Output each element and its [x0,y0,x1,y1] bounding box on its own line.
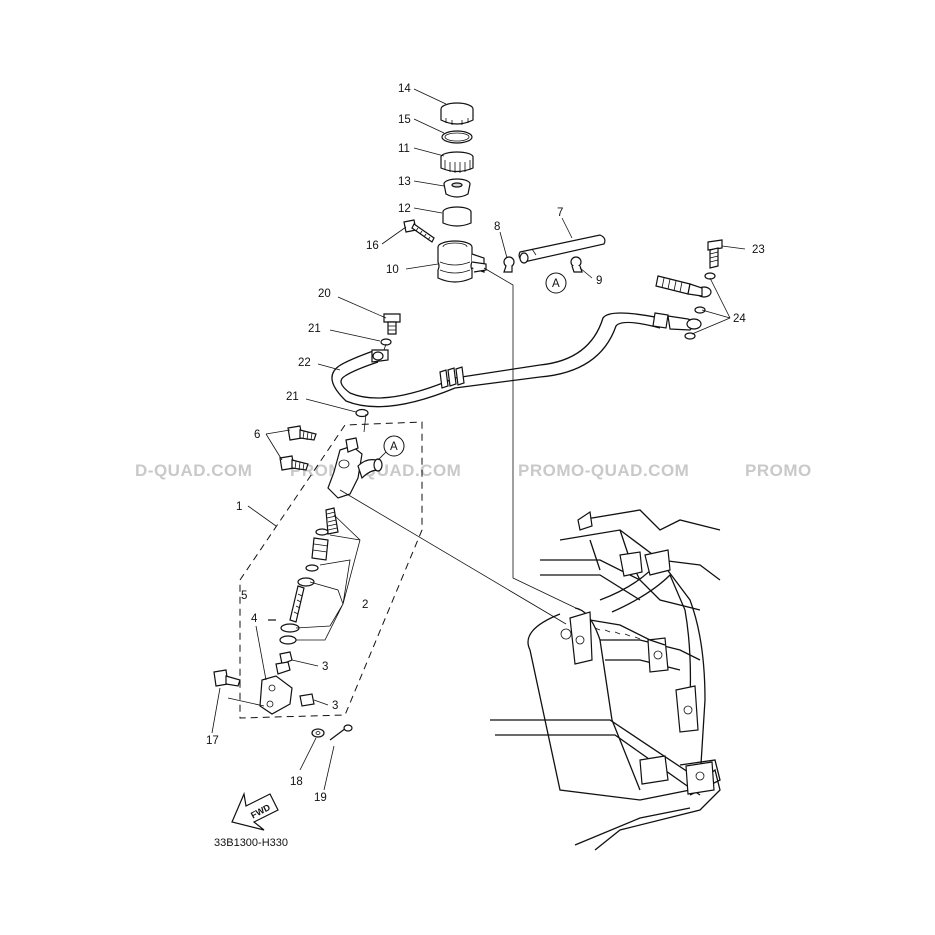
bolt-16 [403,219,435,243]
watermark-group: D-QUAD.COM PROMO-QUAD.COM PROMO-QUAD.COM… [135,461,812,480]
callout-labels: 14 15 11 13 12 16 10 8 7 9 23 24 20 21 2… [206,83,765,804]
hose-fitting-upper [655,275,712,298]
master-cylinder-body [327,437,383,499]
callout-14: 14 [398,83,411,95]
reference-a-label: A [390,441,398,453]
leader-line [483,267,581,611]
callout-17: 17 [206,735,219,747]
callout-8: 8 [494,221,500,233]
leader-line [363,413,367,433]
callout-6: 6 [254,429,260,441]
reference-a-label: A [552,278,560,290]
reservoir-cap-14 [440,102,474,125]
callout-20: 20 [318,288,331,300]
callout-5: 5 [241,590,247,602]
bolts-6 [279,425,317,471]
callout-7: 7 [557,207,563,219]
piston-kit-2 [279,507,339,645]
callout-21: 21 [286,391,299,403]
callout-23: 23 [752,244,765,256]
callout-24: 24 [733,313,746,325]
washer-18 [311,728,325,738]
callout-11: 11 [398,143,410,155]
callout-2: 2 [362,599,368,611]
reservoir-10 [437,240,487,283]
watermark-text: D-QUAD.COM [135,461,252,480]
callout-12: 12 [398,203,411,215]
callout-16: 16 [366,240,379,252]
callout-3: 3 [322,661,328,673]
washer-21-lower [355,408,369,418]
hose-7 [518,234,606,264]
clevis-4 [259,675,293,715]
washer-24-b [694,306,706,314]
nuts-3 [275,651,315,707]
cotter-pin-19 [329,724,353,741]
callout-3: 3 [332,700,338,712]
callout-19: 19 [314,792,327,804]
callout-18: 18 [290,776,303,788]
reference-a-lower: A [377,435,405,461]
brake-hose-22 [331,312,702,408]
callout-21: 21 [308,323,321,335]
diagram-code: 33B1300-H330 [214,837,288,849]
callout-15: 15 [398,114,411,126]
bolt-17 [213,669,241,687]
leader-line [339,489,567,625]
holder-13 [443,178,471,198]
bolt-20 [383,313,401,335]
callout-9: 9 [596,275,602,287]
washer-24-a [704,272,716,280]
atv-frame [490,509,721,851]
watermark-text: PROMO-QUAD.COM [518,461,689,480]
callout-leaders [211,88,746,791]
callout-13: 13 [398,176,411,188]
assembly-1-boundary [239,421,423,719]
washer-24-c [684,332,696,340]
callout-1: 1 [236,501,242,513]
seal-12 [442,206,472,227]
bolt-23 [707,239,723,269]
cap-11 [440,151,474,173]
diaphragm-15 [441,130,473,144]
fwd-arrow-icon: FWD [231,791,279,831]
clip-8 [503,256,515,273]
leader-line [383,343,387,351]
watermark-text: PROMO [745,461,812,480]
clip-9 [570,256,583,273]
reference-a-upper: A [545,272,567,294]
callout-4: 4 [251,613,258,625]
callout-10: 10 [386,264,399,276]
callout-22: 22 [298,357,311,369]
